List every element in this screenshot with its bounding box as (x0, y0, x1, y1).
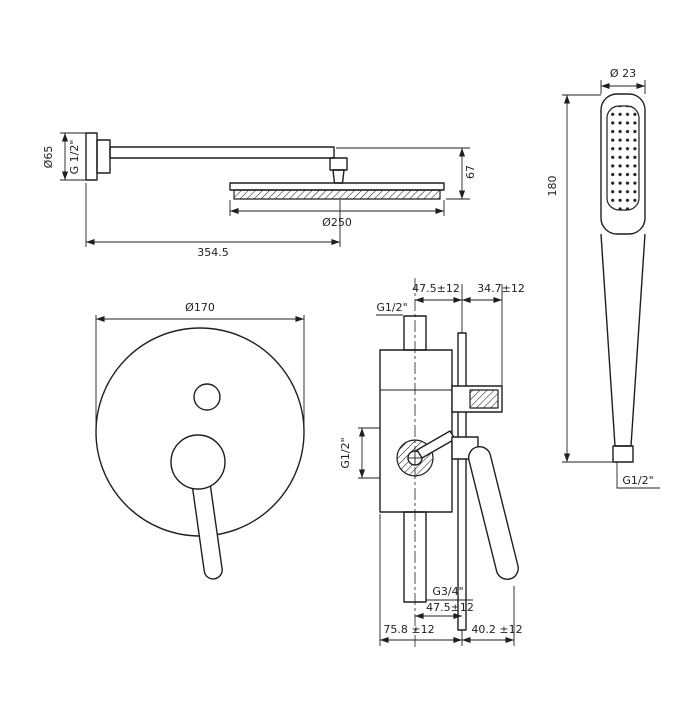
wall-flange-plate (85, 132, 98, 181)
wall-flange-hub (96, 139, 111, 174)
dim-handshower-length: 180 (546, 176, 559, 197)
valve-body (379, 349, 453, 513)
handshower-handle (600, 233, 646, 447)
dim-flange-diameter: Ø65 (42, 146, 55, 169)
dim-valve-protrusion-top: 34.7±12 (477, 282, 525, 295)
head-connection-nut (332, 169, 345, 184)
mixer-valve-side: 47.5±12 34.7±12 G1/2" G1/2" G3/4" 47.5±1… (339, 278, 525, 648)
dim-valve-protrusion-bottom: 40.2 ±12 (471, 623, 522, 636)
dim-handshower-thread: G1/2" (622, 474, 653, 487)
dim-arm-length: 354.5 (197, 246, 229, 259)
shower-head-profile (229, 182, 445, 191)
dim-valve-offset-bottom: 47.5±12 (426, 601, 474, 614)
mixer-plate-front: Ø170 (95, 301, 305, 580)
nozzle-band (233, 189, 441, 200)
dim-wall-thread: G 1/2" (68, 140, 81, 175)
handshower-head (600, 93, 646, 235)
diverter-button (193, 383, 221, 411)
spout-aerator (469, 389, 499, 409)
dim-plate-diameter: Ø170 (185, 301, 215, 314)
lever-hub (170, 434, 226, 490)
mixer-lever (191, 476, 223, 580)
dim-valve-depth: 75.8 ±12 (383, 623, 434, 636)
handshower-inlet (612, 445, 634, 463)
shower-arm (109, 146, 335, 159)
valve-inlet-thread: G1/2" (376, 301, 407, 314)
handshower-spray-face (606, 105, 640, 211)
overhead-shower-assembly: Ø65 G 1/2" 67 Ø250 354.5 (42, 132, 477, 259)
dim-head-diameter: Ø250 (322, 216, 352, 229)
dim-handshower-diameter: Ø 23 (610, 67, 636, 80)
lever-handle (191, 476, 223, 580)
arm-end-connector (329, 157, 348, 171)
valve-side-thread: G1/2" (339, 437, 352, 468)
valve-handle-lever (467, 445, 519, 580)
valve-outlet-pipe (403, 511, 427, 603)
valve-outlet-thread: G3/4" (432, 585, 463, 598)
dim-valve-offset-top: 47.5±12 (412, 282, 460, 295)
dim-head-drop: 67 (464, 165, 477, 179)
valve-handle (467, 445, 519, 580)
hand-shower: Ø 23 180 G1/2" (546, 67, 660, 489)
leader-line (616, 462, 660, 489)
